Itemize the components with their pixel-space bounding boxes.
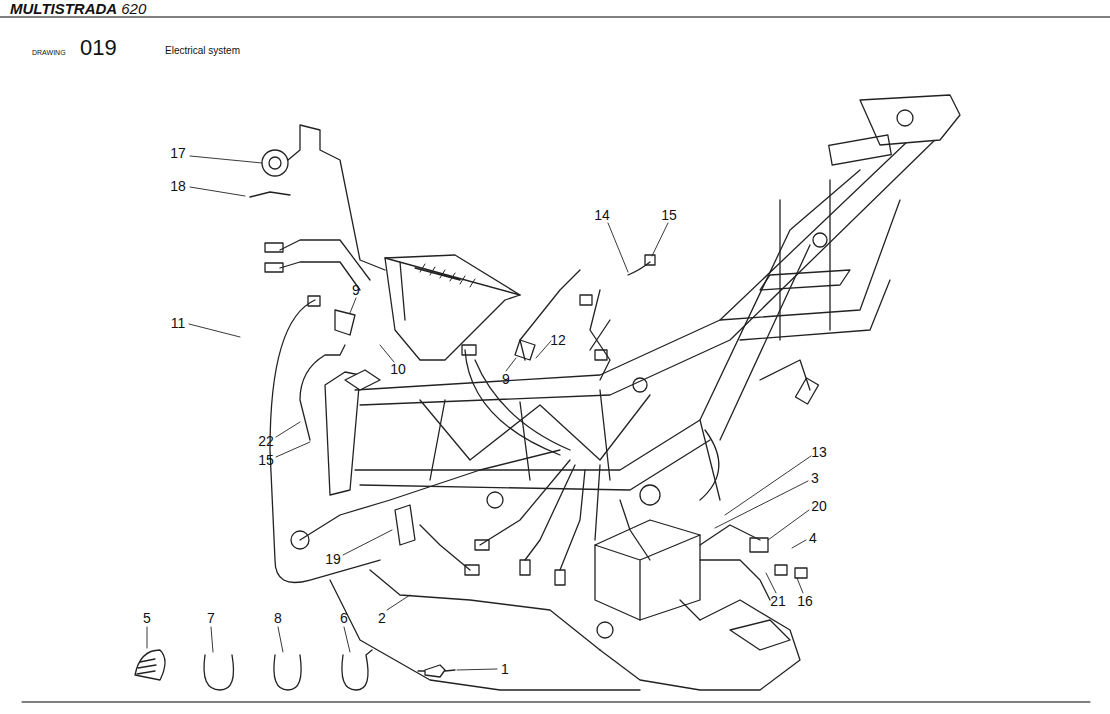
callout-number: 11: [171, 316, 186, 330]
callout-number: 13: [811, 445, 827, 459]
callout-number: 21: [770, 594, 786, 608]
drawing-label: DRAWING: [32, 49, 66, 56]
callout-number: 3: [811, 471, 819, 485]
callout-number: 6: [340, 611, 348, 625]
callout-number: 20: [811, 499, 827, 513]
callout-number: 12: [550, 333, 566, 347]
callout-number: 2: [378, 611, 386, 625]
drawing-title: Electrical system: [165, 46, 240, 56]
callout-number: 1: [501, 662, 509, 676]
callout-number: 5: [143, 611, 151, 625]
callout-number: 4: [809, 531, 817, 545]
callout-number: 9: [502, 372, 510, 386]
callout-number: 19: [325, 552, 341, 566]
model-name: MULTISTRADA: [10, 1, 117, 16]
callout-number: 18: [170, 179, 186, 193]
callout-number: 15: [661, 208, 677, 222]
callout-number: 9: [352, 283, 360, 297]
callout-number: 17: [170, 146, 186, 160]
callout-number: 7: [207, 611, 215, 625]
callout-number: 10: [390, 362, 406, 376]
model-number: 620: [121, 1, 146, 16]
drawing-number: 019: [80, 37, 117, 59]
callout-number: 22: [258, 434, 274, 448]
callout-number: 16: [797, 594, 813, 608]
callout-number: 15: [258, 453, 274, 467]
callout-number: 14: [594, 208, 610, 222]
callout-number: 8: [274, 611, 282, 625]
